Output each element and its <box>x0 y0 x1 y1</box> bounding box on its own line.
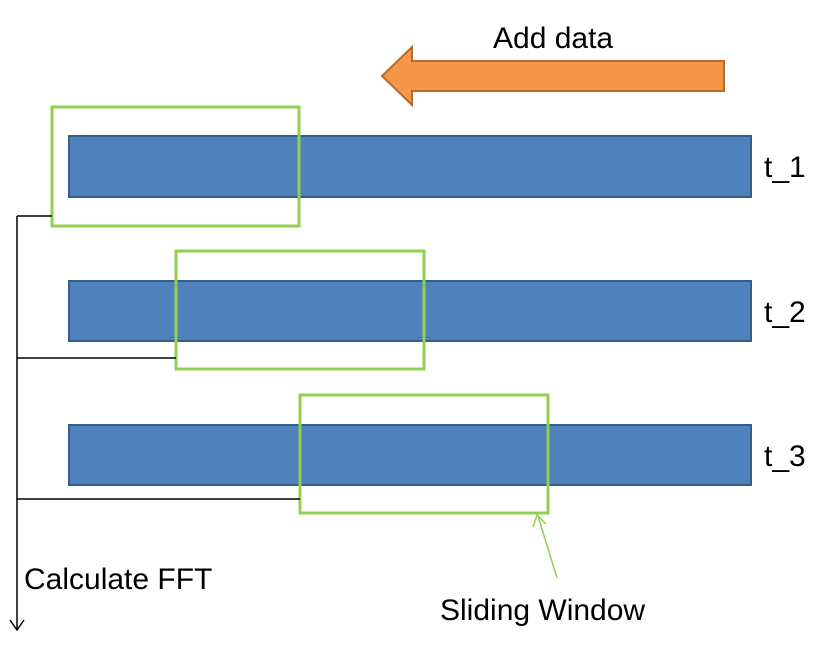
pointer-line <box>537 515 558 579</box>
data-bar-t2 <box>68 280 752 342</box>
row-label-t3: t_3 <box>764 440 806 473</box>
sliding-window-t1 <box>50 105 301 228</box>
add-data-arrow-icon <box>380 44 725 108</box>
add-data-label: Add data <box>493 22 613 55</box>
data-bars <box>68 135 752 486</box>
sliding-window-t3 <box>298 393 550 515</box>
data-bar-t1 <box>68 135 752 198</box>
fft-connectors <box>9 215 300 632</box>
row-label-t2: t_2 <box>764 296 806 329</box>
row-labels: t_1 t_2 t_3 <box>764 151 806 473</box>
sliding-windows <box>50 105 550 515</box>
pointer-arrowhead-icon <box>532 513 547 528</box>
sliding-window-pointer <box>532 513 558 579</box>
add-data-group: Add data <box>380 22 725 108</box>
sliding-window-label: Sliding Window <box>440 594 645 627</box>
sliding-window-t2 <box>174 249 426 371</box>
row-label-t1: t_1 <box>764 151 806 184</box>
down-arrow-icon <box>9 619 25 632</box>
calculate-fft-label: Calculate FFT <box>24 563 212 596</box>
data-bar-t3 <box>68 424 752 486</box>
